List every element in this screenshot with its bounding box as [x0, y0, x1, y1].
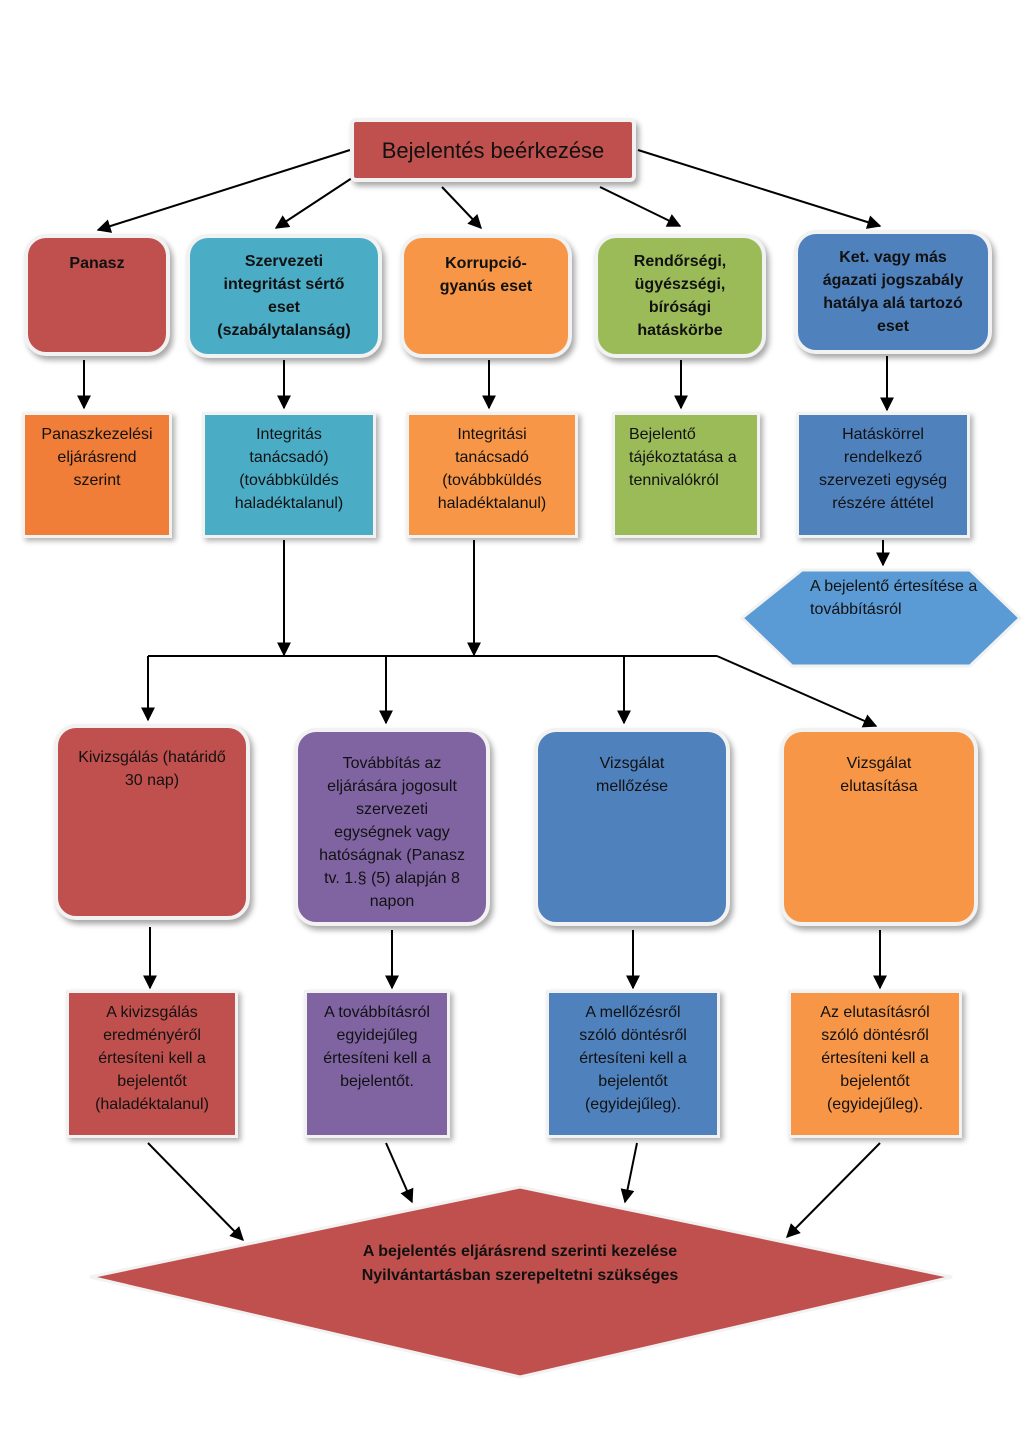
final-diamond	[89, 1185, 953, 1379]
arrow-root-ket	[637, 149, 882, 229]
outcome-tovabbitas-label: Továbbítás az eljárására jogosult szerve…	[319, 755, 465, 910]
outcome-kivizsgalas-label: Kivizsgálás (határidő 30 nap)	[78, 749, 226, 789]
arrow-kivizsgalas-final	[147, 1142, 244, 1242]
arrow-tovabbitas-final	[385, 1142, 414, 1204]
notify-mellozes-label: A mellőzésről szóló döntésről értesíteni…	[579, 1004, 687, 1113]
category-panasz-label: Panasz	[69, 255, 125, 272]
category-szervezeti-label: Szervezeti integritást sértő eset (szabá…	[217, 253, 351, 339]
outcome-mellozes: Vizsgálat mellőzése	[534, 728, 730, 926]
arrow-elutasitas-final	[786, 1142, 881, 1238]
category-ket-label: Ket. vagy más ágazati jogszabály hatálya…	[822, 249, 964, 335]
handling-rendorsegi-label: Bejelentő tájékoztatása a tennivalókról	[629, 426, 737, 489]
notify-forwarding-hexagon	[740, 568, 1022, 668]
category-rendorsegi: Rendőrségi, ügyészségi, bírósági hatáskö…	[594, 234, 766, 358]
handling-korrupcio: Integritási tanácsadó (továbbküldés hala…	[406, 412, 578, 538]
outcome-kivizsgalas: Kivizsgálás (határidő 30 nap)	[54, 724, 250, 920]
handling-korrupcio-label: Integritási tanácsadó (továbbküldés hala…	[437, 426, 547, 512]
outcome-mellozes-label: Vizsgálat mellőzése	[595, 755, 669, 795]
category-rendorsegi-label: Rendőrségi, ügyészségi, bírósági hatáskö…	[633, 253, 727, 339]
notify-kivizsgalas-label: A kivizsgálás eredményéről értesíteni ke…	[95, 1004, 209, 1113]
handling-szervezeti: Integritás tanácsadó) (továbbküldés hala…	[202, 412, 376, 538]
notify-elutasitas: Az elutasításról szóló döntésről értesít…	[788, 990, 962, 1138]
category-panasz: Panasz	[24, 234, 170, 356]
outcome-elutasitas-label: Vizsgálat elutasítása	[840, 755, 918, 795]
final-line1: A bejelentés eljárásrend szerinti kezelé…	[362, 1243, 678, 1260]
outcome-elutasitas: Vizsgálat elutasítása	[780, 728, 978, 926]
arrow-root-panasz	[96, 149, 351, 233]
handling-panasz-label: Panaszkezelési eljárásrend szerint	[41, 426, 153, 489]
root-node: Bejelentés beérkezése	[350, 118, 636, 182]
arrow-mellozes-final	[620, 1142, 638, 1204]
notify-elutasitas-label: Az elutasításról szóló döntésről értesít…	[820, 1004, 930, 1113]
arrow-merge-elutasitas	[716, 655, 878, 728]
handling-ket: Hatáskörrel rendelkező szervezeti egység…	[796, 412, 970, 538]
root-label: Bejelentés beérkezése	[381, 137, 605, 163]
final-label: A bejelentés eljárásrend szerinti kezelé…	[260, 1240, 780, 1288]
handling-szervezeti-label: Integritás tanácsadó) (továbbküldés hala…	[234, 426, 344, 512]
arrow-root-rendorsegi	[599, 186, 682, 227]
outcome-tovabbitas: Továbbítás az eljárására jogosult szerve…	[294, 728, 490, 926]
final-line2: Nyilvántartásban szerepeltetni szükséges	[361, 1267, 679, 1284]
handling-rendorsegi: Bejelentő tájékoztatása a tennivalókról	[612, 412, 760, 538]
notify-tovabbitas-label: A továbbításról egyidejűleg értesíteni k…	[323, 1004, 431, 1090]
handling-panasz: Panaszkezelési eljárásrend szerint	[22, 412, 172, 538]
category-szervezeti: Szervezeti integritást sértő eset (szabá…	[186, 234, 382, 358]
notify-kivizsgalas: A kivizsgálás eredményéről értesíteni ke…	[66, 990, 238, 1138]
notify-tovabbitas: A továbbításról egyidejűleg értesíteni k…	[304, 990, 450, 1138]
handling-ket-label: Hatáskörrel rendelkező szervezeti egység…	[818, 426, 948, 512]
arrow-root-korrupcio	[441, 186, 482, 230]
category-ket: Ket. vagy más ágazati jogszabály hatálya…	[794, 230, 992, 354]
category-korrupcio-label: Korrupció-gyanús eset	[439, 255, 533, 295]
arrow-root-szervezeti	[274, 177, 353, 229]
notify-mellozes: A mellőzésről szóló döntésről értesíteni…	[546, 990, 720, 1138]
category-korrupcio: Korrupció-gyanús eset	[400, 234, 572, 358]
notify-forwarding-label: A bejelentő értesítése a továbbításról	[810, 578, 978, 618]
